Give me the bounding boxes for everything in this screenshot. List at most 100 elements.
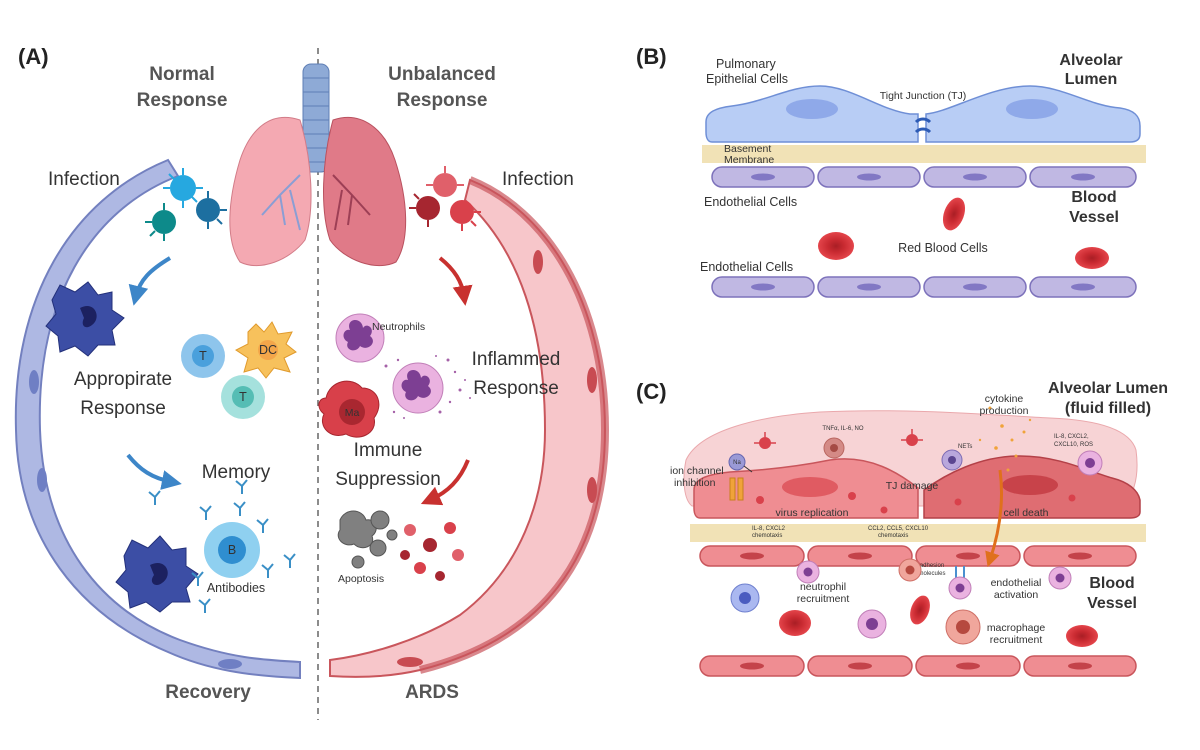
endothelial-label-top: Endothelial Cells bbox=[704, 195, 797, 209]
vessel-nucleus bbox=[587, 367, 597, 393]
antibody-icons bbox=[148, 479, 296, 613]
apoptosis-label: Apoptosis bbox=[338, 573, 384, 585]
alveolar-lumen-label-2: Lumen bbox=[1065, 71, 1117, 88]
cytokine-label-2: production bbox=[979, 405, 1028, 417]
sodium-ion-icon: Na bbox=[728, 453, 746, 471]
neutrophil-icon bbox=[392, 362, 444, 414]
macrophage-recruitment-label-2: recruitment bbox=[990, 634, 1043, 646]
neutrophil-recruitment-label-1: neutrophil bbox=[800, 581, 846, 593]
ards-label: ARDS bbox=[405, 682, 459, 703]
arrow-infection-to-inflamed bbox=[438, 256, 473, 306]
basement-label-1: Basement bbox=[724, 143, 771, 155]
unbalanced-title-1: Unbalanced bbox=[388, 64, 496, 85]
adhesion-molecule-icon bbox=[955, 566, 965, 578]
adhesion-label-2: molecules bbox=[918, 571, 945, 577]
virus-icons-panel-c bbox=[756, 434, 1076, 514]
recovery-label: Recovery bbox=[165, 682, 251, 703]
nets-label: NETs bbox=[958, 444, 972, 450]
vessel-nucleus bbox=[29, 370, 39, 394]
macrophage-icon-bottom bbox=[115, 535, 199, 613]
arrow-inflamed-to-apoptosis bbox=[420, 459, 470, 506]
inflamed-label-2: Response bbox=[473, 378, 559, 399]
ma-label: Ma bbox=[345, 407, 360, 419]
il8-label-2: CXCL10, ROS bbox=[1054, 442, 1093, 448]
normal-title-1: Normal bbox=[149, 64, 214, 85]
na-label: Na bbox=[733, 460, 741, 466]
apoptotic-bodies-icon bbox=[337, 510, 398, 569]
panel-c: (C) Alveolar Lumen (fluid filled) Na ion… bbox=[636, 379, 1168, 677]
normal-title-2: Response bbox=[137, 90, 228, 111]
endothelial-nuclei-bottom bbox=[751, 283, 1095, 291]
dc-label: DC bbox=[259, 343, 277, 357]
b-cell-label: B bbox=[228, 543, 236, 557]
panel-b: (B) Pulmonary Epithelial Cells Alveolar … bbox=[636, 44, 1146, 298]
blood-vessel-c-label-1: Blood bbox=[1089, 575, 1134, 592]
neutrophil-blood-icon bbox=[857, 609, 887, 639]
antibodies-label: Antibodies bbox=[207, 581, 265, 595]
inhibition-line bbox=[743, 465, 753, 473]
basement-label-2: Membrane bbox=[724, 154, 774, 166]
neutrophil-icon bbox=[335, 313, 385, 363]
red-blood-cell-icon bbox=[910, 595, 930, 625]
virus-spikes-panel-c bbox=[754, 429, 923, 444]
vessel-nucleus bbox=[533, 250, 543, 274]
t-cell-icon: T bbox=[181, 334, 225, 378]
il8-chemotaxis-label-2: chemotaxis bbox=[752, 533, 782, 539]
panel-c-label: (C) bbox=[636, 379, 667, 404]
infection-label-right: Infection bbox=[502, 169, 574, 190]
ion-channel-label-2: inhibition bbox=[674, 477, 716, 489]
red-blood-cell-icon bbox=[1075, 247, 1109, 269]
basement-membrane bbox=[702, 145, 1146, 163]
neutrophils-label: Neutrophils bbox=[372, 321, 425, 333]
immune-label-2: Suppression bbox=[335, 469, 441, 490]
ion-channel-icon bbox=[729, 477, 744, 501]
blood-vessel-c-label-2: Vessel bbox=[1087, 595, 1137, 612]
t-cell-label: T bbox=[199, 349, 207, 363]
alveolar-fluid-label-2: (fluid filled) bbox=[1065, 400, 1151, 417]
cytokine-dots bbox=[978, 406, 1032, 472]
net-dots bbox=[384, 355, 471, 419]
virus-icon-cluster-left bbox=[145, 168, 227, 241]
arrow-infection-to-response bbox=[128, 256, 172, 306]
t-cell-icon: T bbox=[221, 375, 265, 419]
il8-label-1: IL-8, CXCL2, bbox=[1054, 434, 1089, 440]
epithelial-nucleus bbox=[1002, 475, 1058, 495]
neutrophil-recruitment-label-2: recruitment bbox=[797, 593, 850, 605]
basement-membrane-c bbox=[690, 524, 1146, 542]
panel-b-label: (B) bbox=[636, 44, 667, 69]
virus-icon-cluster-apoptosis bbox=[400, 522, 464, 581]
activated-neutrophil-icon bbox=[1048, 566, 1072, 590]
extravasating-macrophage-icon bbox=[898, 558, 922, 582]
endothelial-layer-top bbox=[711, 166, 1137, 188]
b-cell-icon: B bbox=[204, 522, 260, 578]
extravasating-neutrophil-icon bbox=[796, 560, 820, 584]
macrophage-icon-top bbox=[45, 281, 125, 357]
memory-label: Memory bbox=[202, 462, 271, 483]
appropriate-label-2: Response bbox=[80, 398, 166, 419]
vessel-nucleus bbox=[37, 468, 47, 492]
endothelial-label-bottom: Endothelial Cells bbox=[700, 260, 793, 274]
tj-damage-label: TJ damage bbox=[886, 480, 939, 492]
endothelial-nuclei-c-bottom bbox=[740, 662, 1092, 670]
pulmonary-label-2: Epithelial Cells bbox=[706, 72, 788, 86]
macrophage-ma-icon: Ma bbox=[318, 380, 380, 438]
rolling-neutrophil-icon bbox=[948, 576, 972, 600]
inflamed-label-1: Inflammed bbox=[472, 349, 561, 370]
blood-vessel-label-2: Vessel bbox=[1069, 209, 1119, 226]
endothelial-nuclei-c-top bbox=[740, 552, 1092, 560]
ccl-chemotaxis-label-1: CCL2, CCL5, CXCL10 bbox=[868, 526, 929, 532]
normal-vessel bbox=[14, 158, 301, 680]
ion-channel-label-1: ion channel bbox=[670, 465, 724, 477]
immune-label-1: Immune bbox=[354, 440, 423, 461]
infection-label-left: Infection bbox=[48, 169, 120, 190]
tight-junction-label: Tight Junction (TJ) bbox=[880, 90, 967, 102]
panel-a-label: (A) bbox=[18, 44, 49, 69]
blood-vessel-label-1: Blood bbox=[1071, 189, 1116, 206]
arrow-endothelial-activation bbox=[985, 469, 1003, 568]
endothelial-activation-label-1: endothelial bbox=[991, 577, 1042, 589]
pulmonary-label-1: Pulmonary bbox=[716, 57, 776, 71]
activated-macrophage-icon bbox=[823, 437, 845, 459]
panel-a: (A) Normal R bbox=[14, 44, 610, 720]
red-blood-cell-icon bbox=[1066, 625, 1098, 647]
arrow-response-to-memory bbox=[126, 453, 182, 490]
